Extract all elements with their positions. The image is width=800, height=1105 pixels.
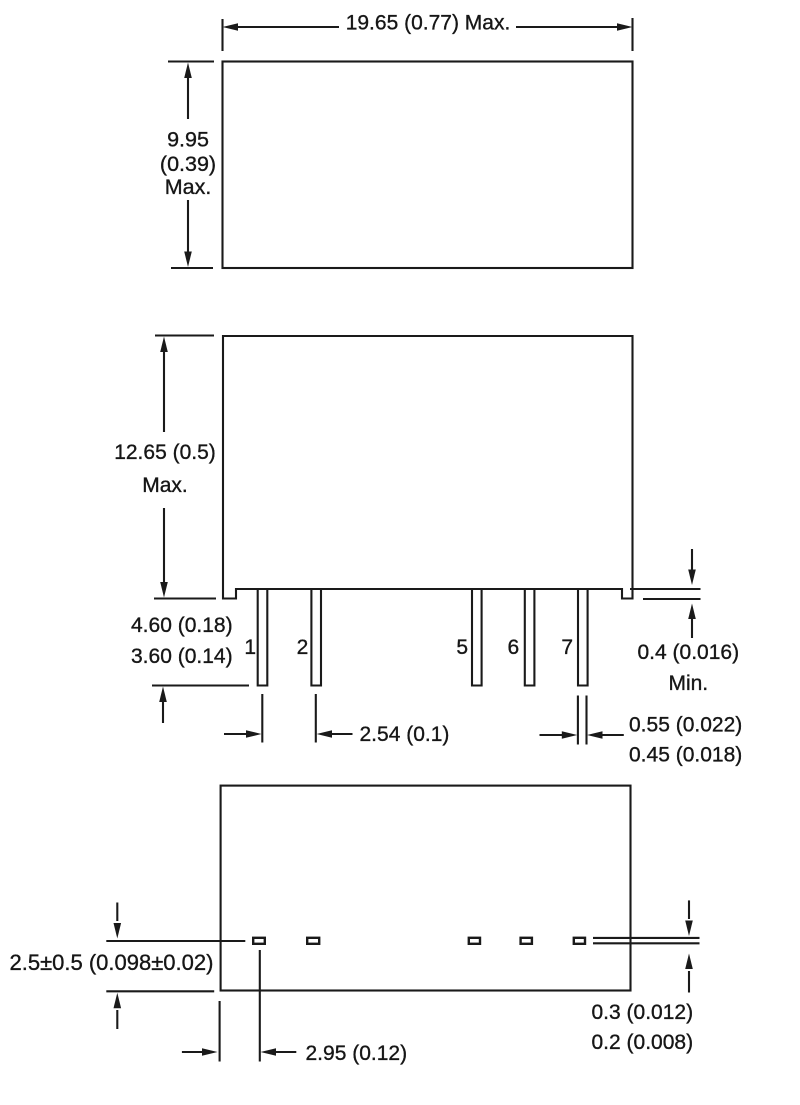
svg-text:12.65 (0.5): 12.65 (0.5): [114, 441, 216, 464]
svg-text:0.4 (0.016): 0.4 (0.016): [638, 641, 740, 664]
svg-text:1: 1: [244, 636, 256, 659]
svg-text:19.65 (0.77) Max.: 19.65 (0.77) Max.: [346, 12, 511, 35]
svg-text:0.2 (0.008): 0.2 (0.008): [592, 1031, 694, 1054]
svg-text:(0.39): (0.39): [160, 152, 216, 176]
svg-text:2: 2: [297, 636, 309, 659]
svg-text:6: 6: [508, 636, 520, 659]
svg-text:0.45 (0.018): 0.45 (0.018): [629, 744, 742, 767]
svg-text:5: 5: [456, 636, 468, 659]
svg-text:0.55 (0.022): 0.55 (0.022): [629, 714, 742, 737]
svg-text:0.3 (0.012): 0.3 (0.012): [592, 1001, 694, 1024]
svg-text:4.60 (0.18): 4.60 (0.18): [131, 614, 233, 637]
svg-text:Min.: Min.: [668, 672, 708, 695]
svg-text:3.60 (0.14): 3.60 (0.14): [131, 645, 233, 668]
svg-text:2.95 (0.12): 2.95 (0.12): [306, 1042, 408, 1065]
svg-text:Max.: Max.: [165, 175, 212, 199]
svg-text:7: 7: [561, 636, 573, 659]
svg-text:Max.: Max.: [142, 474, 188, 497]
svg-text:2.5±0.5 (0.098±0.02): 2.5±0.5 (0.098±0.02): [10, 950, 214, 975]
svg-text:9.95: 9.95: [167, 128, 209, 152]
svg-text:2.54 (0.1): 2.54 (0.1): [360, 723, 450, 746]
